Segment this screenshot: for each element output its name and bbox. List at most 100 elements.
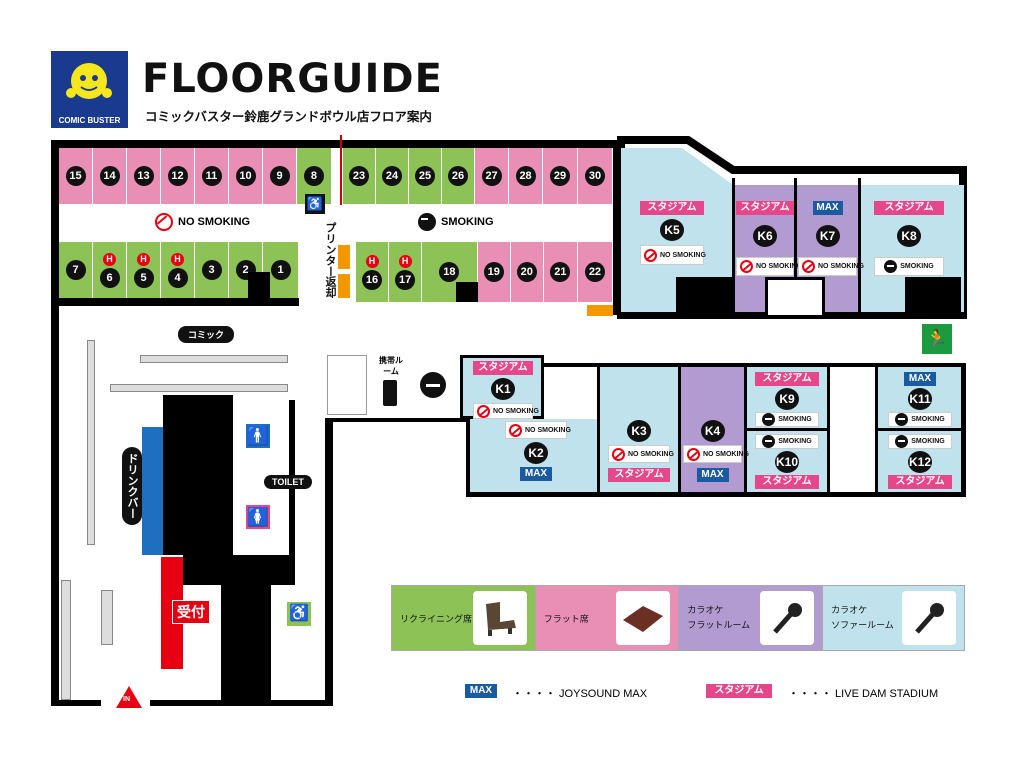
seat-9[interactable]: 9: [263, 148, 297, 204]
comic-shelf: [140, 355, 288, 363]
seat-15[interactable]: 15: [59, 148, 93, 204]
legend-label: カラオケ フラットルーム: [687, 604, 751, 630]
h-badge: H: [398, 254, 412, 268]
wall-karaoke-top-line: [544, 363, 966, 367]
seat-3[interactable]: 3: [195, 242, 230, 298]
comic-shelf: [110, 384, 288, 392]
seat-30[interactable]: 30: [578, 148, 613, 204]
seat-22[interactable]: 22: [577, 242, 613, 302]
k1-labels: スタジアム K1 NO SMOKING: [473, 361, 539, 419]
seat-row-top-right: 23 24 25 26 27 28 29 30: [343, 148, 613, 204]
seat-11[interactable]: 11: [195, 148, 229, 204]
wall-divider: [878, 428, 961, 431]
return-label: 返却: [324, 276, 336, 298]
seat-23[interactable]: 23: [343, 148, 377, 204]
k12-labels: SMOKING K12 スタジアム: [888, 434, 952, 489]
wall-bottom-left: [51, 700, 101, 706]
legend-flat: フラット席: [535, 586, 680, 650]
seat-number: 17: [395, 269, 416, 290]
seat-20[interactable]: 20: [510, 242, 544, 302]
h-badge: H: [171, 252, 185, 266]
seat-1[interactable]: 1: [263, 242, 300, 298]
wall-divider: [744, 367, 747, 492]
men-toilet-icon: 🚹: [246, 424, 270, 448]
no-smoking-icon: [802, 260, 815, 273]
seat-number: 6: [99, 267, 120, 288]
seat-29[interactable]: 29: [543, 148, 579, 204]
seat-number: 21: [550, 262, 571, 282]
drink-bar[interactable]: [142, 427, 163, 555]
seat-number: 25: [415, 166, 436, 186]
stadium-tag: スタジアム: [755, 475, 819, 489]
women-toilet-icon: 🚺: [246, 505, 270, 529]
wall-divider: [678, 367, 681, 492]
seat-12[interactable]: 12: [161, 148, 195, 204]
max-tag: MAX: [904, 372, 936, 386]
room-sign-label: NO SMOKING: [660, 251, 706, 259]
seat-19[interactable]: 19: [477, 242, 511, 302]
seat-14[interactable]: 14: [93, 148, 127, 204]
seat-number: 8: [303, 166, 324, 186]
room-number: K12: [908, 451, 932, 473]
stadium-tag: スタジアム: [874, 201, 944, 215]
smoking-icon: [895, 413, 909, 426]
phone-icon: [383, 380, 397, 406]
seat-24[interactable]: 24: [376, 148, 410, 204]
stadium-tag: スタジアム: [736, 201, 794, 215]
max-key-tag: MAX: [465, 684, 497, 698]
h-badge: H: [365, 254, 379, 268]
seat-number: 27: [481, 166, 502, 186]
no-smoking-icon: [740, 260, 753, 273]
comic-shelf: [87, 340, 95, 545]
room-number: K9: [775, 388, 799, 410]
smoking-label: SMOKING: [441, 216, 494, 228]
k6-labels: スタジアム K6 NO SMOKING: [736, 201, 802, 276]
legend-recliner: リクライニング席: [392, 586, 536, 650]
seat-21[interactable]: 21: [543, 242, 578, 302]
room-number: K2: [524, 442, 548, 464]
wall-bottom-left2: [150, 700, 333, 706]
room-sign-label: SMOKING: [900, 263, 934, 270]
legend: リクライニング席 フラット席 カラオケ フラットルーム カラオケ ソファールーム: [391, 585, 965, 651]
room-number: K6: [753, 225, 777, 247]
seat-26[interactable]: 26: [442, 148, 476, 204]
seat-28[interactable]: 28: [509, 148, 544, 204]
seat-13[interactable]: 13: [127, 148, 161, 204]
seat-25[interactable]: 25: [409, 148, 443, 204]
k3-labels: K3 NO SMOKING スタジアム: [608, 420, 674, 482]
page-subtitle: コミックバスター鈴鹿グランドボウル店フロア案内: [145, 109, 432, 124]
wall-divider: [858, 178, 861, 312]
smoking-icon: [418, 213, 436, 231]
max-tag: MAX: [812, 201, 843, 215]
wall-karaoke-right: [961, 366, 966, 497]
k10-labels: SMOKING K10 スタジアム: [755, 434, 819, 489]
wall-top-left: [51, 140, 618, 148]
pillar: [248, 272, 270, 298]
smoking-icon: [762, 413, 776, 426]
seat-number: 12: [167, 166, 188, 186]
seat-number: 11: [201, 166, 222, 186]
no-smoking-icon: [687, 447, 700, 461]
no-smoking-icon: [477, 404, 490, 418]
h-badge: H: [137, 252, 151, 266]
seat-7[interactable]: 7: [59, 242, 94, 298]
legend-label: カラオケ ソファールーム: [831, 604, 894, 630]
seat-number: 29: [550, 166, 571, 186]
legend-karaoke-flat: カラオケ フラットルーム: [679, 586, 824, 650]
seat-27[interactable]: 27: [475, 148, 510, 204]
no-smoking-icon: [644, 248, 657, 262]
comic-shelf: [61, 580, 71, 700]
drink-bar-text: ドリンクバー: [126, 453, 138, 519]
seat-number: 15: [65, 166, 86, 186]
seat-10[interactable]: 10: [229, 148, 263, 204]
phone-room-label: 携帯ルーム: [379, 356, 403, 376]
wall-divider: [794, 178, 797, 312]
room-number: K3: [627, 420, 651, 442]
k2-labels: NO SMOKING K2 MAX: [505, 421, 571, 481]
